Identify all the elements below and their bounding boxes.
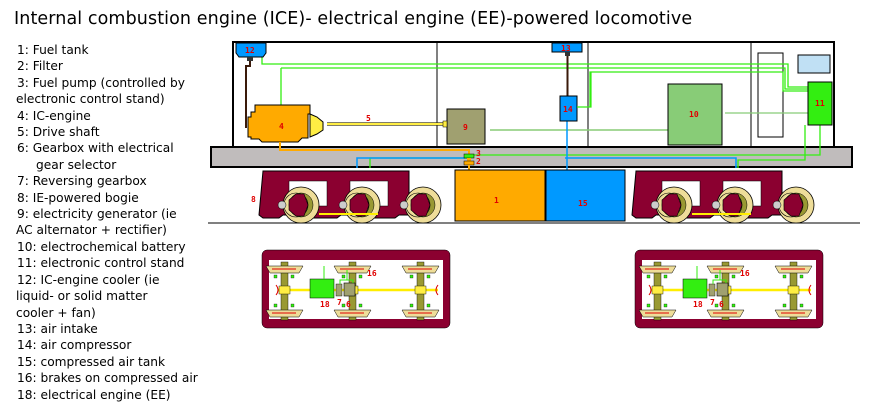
legend-item-12: 12: IC-engine cooler (ie — [17, 272, 160, 287]
electrical-engine — [682, 278, 708, 299]
legend-item-6: 6: Gearbox with electrical — [17, 141, 174, 156]
axle-box — [338, 200, 348, 210]
label-6: 6 — [719, 300, 724, 309]
legend: 1: Fuel tank 2: Filter 3: Fuel pump (con… — [16, 42, 198, 403]
label-5: 5 — [366, 114, 371, 123]
compressed-air-tank — [545, 169, 626, 222]
label-10: 10 — [689, 110, 699, 119]
label-16: 16 — [367, 269, 377, 278]
label-12: 12 — [245, 46, 255, 55]
label-18: 18 — [320, 300, 330, 309]
legend-item-12-cont: liquid- or solid matter — [16, 289, 148, 304]
axle-box — [650, 200, 660, 210]
gearbox — [343, 282, 356, 297]
label-14: 14 — [563, 105, 573, 114]
locomotive-body — [232, 41, 835, 149]
legend-item-7: 7: Reversing gearbox — [17, 174, 147, 189]
label-6: 6 — [346, 300, 351, 309]
legend-item-10: 10: electrochemical battery — [17, 239, 186, 254]
legend-item-9-cont: AC alternator + rectifier) — [16, 223, 167, 238]
legend-item-15: 15: compressed air tank — [17, 354, 166, 369]
electronic-control-stand: 11 — [807, 81, 833, 126]
label-9: 9 — [463, 123, 468, 132]
label-16: 16 — [740, 269, 750, 278]
legend-item-11: 11: electronic control stand — [17, 256, 185, 271]
label-8: 8 — [251, 195, 256, 204]
label-11: 11 — [815, 99, 825, 108]
axle-box — [277, 200, 287, 210]
legend-item-13: 13: air intake — [17, 321, 98, 336]
chassis-frame — [210, 146, 853, 168]
label-3: 3 — [476, 149, 481, 158]
reversing-gearbox — [708, 283, 716, 297]
reversing-gearbox — [335, 283, 343, 297]
legend-item-3: 3: Fuel pump (controlled by — [17, 75, 185, 90]
bogie-left — [258, 170, 442, 224]
axle-box — [399, 200, 409, 210]
legend-item-2: 2: Filter — [17, 59, 63, 74]
fuel-tank — [454, 169, 546, 222]
ic-engine-cooler: 12 — [235, 42, 267, 128]
legend-item-3-cont: electronic control stand) — [16, 92, 165, 107]
air-lines — [356, 120, 737, 170]
generator: 9 — [442, 108, 486, 145]
label-1: 1 — [494, 196, 499, 205]
air-compressor: 14 — [559, 72, 592, 122]
label-7: 7 — [337, 298, 342, 307]
legend-item-5: 5: Drive shaft — [17, 125, 100, 140]
legend-item-8: 8: IE-powered bogie — [17, 190, 139, 205]
label-4: 4 — [279, 122, 284, 131]
legend-item-16: 16: brakes on compressed air — [17, 371, 198, 386]
battery: 10 — [667, 83, 723, 146]
electrical-engine — [309, 278, 335, 299]
fuel-pump-and-filter: 3 2 — [463, 149, 481, 170]
legend-item-6-cont: gear selector — [36, 157, 117, 172]
legend-item-14: 14: air compressor — [17, 338, 132, 353]
legend-item-4: 4: IC-engine — [17, 108, 91, 123]
label-2: 2 — [476, 157, 481, 166]
legend-item-18: 18: electrical engine (EE) — [17, 387, 171, 402]
label-7: 7 — [710, 298, 715, 307]
bogie-right — [631, 170, 815, 224]
label-18: 18 — [693, 300, 703, 309]
legend-item-12-cont2: cooler + fan) — [16, 305, 96, 320]
diagram-title: Internal combustion engine (ICE)- electr… — [14, 9, 693, 29]
ic-engine: 4 — [247, 104, 470, 156]
gearbox — [716, 282, 729, 297]
legend-item-9: 9: electricity generator (ie — [17, 207, 177, 222]
label-13: 13 — [561, 44, 571, 53]
control-wiring — [261, 57, 821, 168]
label-15: 15 — [578, 199, 588, 208]
legend-item-1: 1: Fuel tank — [17, 43, 89, 57]
axle-box — [772, 200, 782, 210]
axle-box — [711, 200, 721, 210]
air-intake: 13 — [551, 42, 583, 96]
